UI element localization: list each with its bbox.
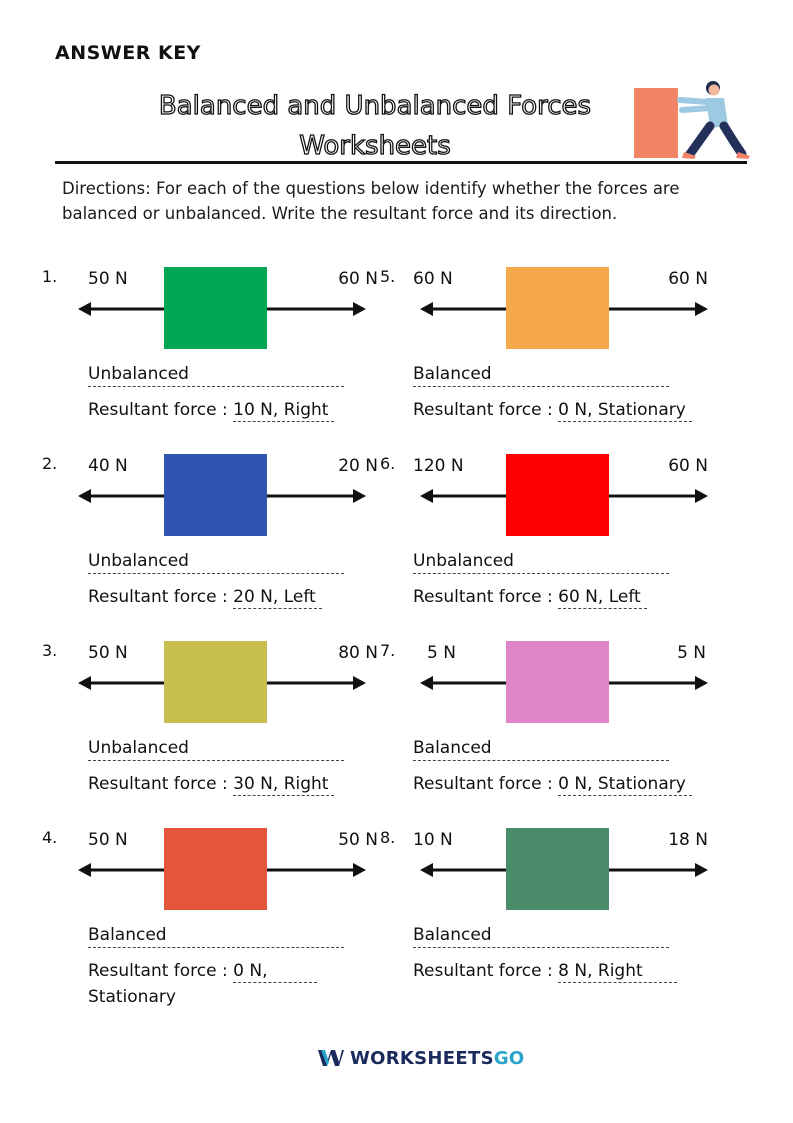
- resultant-force: Resultant force : 0 N, Stationary: [413, 774, 692, 796]
- brand-name-part-b: GO: [493, 1047, 525, 1069]
- resultant-answer: 0 N, Stationary: [558, 774, 692, 796]
- force-block: [506, 828, 609, 910]
- resultant-answer: 0 N,: [233, 961, 318, 983]
- left-force-label: 60 N: [413, 269, 453, 289]
- question-8: 8. 10 N 18 N Balanced Resultant force : …: [380, 828, 750, 1008]
- force-status: Unbalanced: [413, 551, 669, 574]
- footer-brand: WORKSHEETSGO: [318, 1046, 525, 1070]
- left-force-label: 50 N: [88, 269, 128, 289]
- question-number: 8.: [380, 828, 396, 847]
- resultant-label: Resultant force :: [88, 587, 228, 607]
- brand-name: WORKSHEETSGO: [350, 1048, 525, 1069]
- force-status: Balanced: [413, 364, 669, 387]
- question-number: 6.: [380, 454, 396, 473]
- left-force-label: 10 N: [413, 830, 453, 850]
- question-number: 3.: [42, 641, 58, 660]
- question-number: 4.: [42, 828, 58, 847]
- directions-text: Directions: For each of the questions be…: [62, 179, 680, 223]
- resultant-answer: 20 N, Left: [233, 587, 322, 609]
- resultant-force: Resultant force : 8 N, Right: [413, 961, 677, 983]
- force-block: [164, 641, 267, 723]
- question-number: 5.: [380, 267, 396, 286]
- resultant-answer: 0 N, Stationary: [558, 400, 692, 422]
- right-force-label: 60 N: [668, 456, 708, 476]
- force-block: [164, 454, 267, 536]
- resultant-answer: 8 N, Right: [558, 961, 677, 983]
- resultant-force: Resultant force : 0 N, Stationary: [413, 400, 692, 422]
- question-number: 7.: [380, 641, 396, 660]
- question-6: 6. 120 N 60 N Unbalanced Resultant force…: [380, 454, 750, 634]
- resultant-answer: 30 N, Right: [233, 774, 335, 796]
- left-force-label: 50 N: [88, 830, 128, 850]
- resultant-label: Resultant force :: [413, 587, 553, 607]
- force-status: Balanced: [88, 925, 344, 948]
- resultant-label: Resultant force :: [413, 400, 553, 420]
- force-block: [506, 454, 609, 536]
- resultant-label: Resultant force :: [88, 961, 228, 981]
- question-number: 1.: [42, 267, 58, 286]
- worksheet-title: Balanced and Unbalanced Forces Worksheet…: [110, 86, 640, 166]
- question-number: 2.: [42, 454, 58, 473]
- force-status: Unbalanced: [88, 364, 344, 387]
- left-force-label: 5 N: [427, 643, 456, 663]
- right-force-label: 20 N: [338, 456, 378, 476]
- right-force-label: 18 N: [668, 830, 708, 850]
- force-block: [164, 267, 267, 349]
- title-divider: [55, 161, 747, 164]
- title-line-1: Balanced and Unbalanced Forces: [158, 90, 592, 121]
- resultant-label: Resultant force :: [413, 774, 553, 794]
- force-status: Balanced: [413, 925, 669, 948]
- question-4: 4. 50 N 50 N Balanced Resultant force : …: [42, 828, 412, 1008]
- resultant-force: Resultant force : 0 N,: [88, 961, 318, 983]
- title-line-2: Worksheets: [299, 130, 452, 161]
- right-force-label: 60 N: [338, 269, 378, 289]
- question-1: 1. 50 N 60 N Unbalanced Resultant force …: [42, 267, 412, 447]
- resultant-force: Resultant force : 60 N, Left: [413, 587, 647, 609]
- resultant-label: Resultant force :: [413, 961, 553, 981]
- brand-name-part-a: WORKSHEETS: [350, 1047, 494, 1069]
- force-status: Balanced: [413, 738, 669, 761]
- right-force-label: 50 N: [338, 830, 378, 850]
- question-3: 3. 50 N 80 N Unbalanced Resultant force …: [42, 641, 412, 821]
- force-block: [506, 267, 609, 349]
- person-pushing-box-icon: [634, 81, 750, 159]
- resultant-answer-continued: Stationary: [88, 987, 176, 1007]
- force-status: Unbalanced: [88, 551, 344, 574]
- resultant-label: Resultant force :: [88, 400, 228, 420]
- left-force-label: 120 N: [413, 456, 464, 476]
- left-force-label: 40 N: [88, 456, 128, 476]
- left-force-label: 50 N: [88, 643, 128, 663]
- resultant-answer: 10 N, Right: [233, 400, 335, 422]
- resultant-force: Resultant force : 10 N, Right: [88, 400, 335, 422]
- force-block: [164, 828, 267, 910]
- answer-key-label: ANSWER KEY: [55, 42, 201, 64]
- force-status: Unbalanced: [88, 738, 344, 761]
- question-2: 2. 40 N 20 N Unbalanced Resultant force …: [42, 454, 412, 634]
- force-block: [506, 641, 609, 723]
- right-force-label: 5 N: [677, 643, 706, 663]
- right-force-label: 80 N: [338, 643, 378, 663]
- resultant-force: Resultant force : 20 N, Left: [88, 587, 322, 609]
- resultant-label: Resultant force :: [88, 774, 228, 794]
- resultant-force: Resultant force : 30 N, Right: [88, 774, 335, 796]
- question-5: 5. 60 N 60 N Balanced Resultant force : …: [380, 267, 750, 447]
- question-7: 7. 5 N 5 N Balanced Resultant force : 0 …: [380, 641, 750, 821]
- resultant-answer: 60 N, Left: [558, 587, 647, 609]
- right-force-label: 60 N: [668, 269, 708, 289]
- worksheetsgo-logo-icon: [318, 1050, 344, 1066]
